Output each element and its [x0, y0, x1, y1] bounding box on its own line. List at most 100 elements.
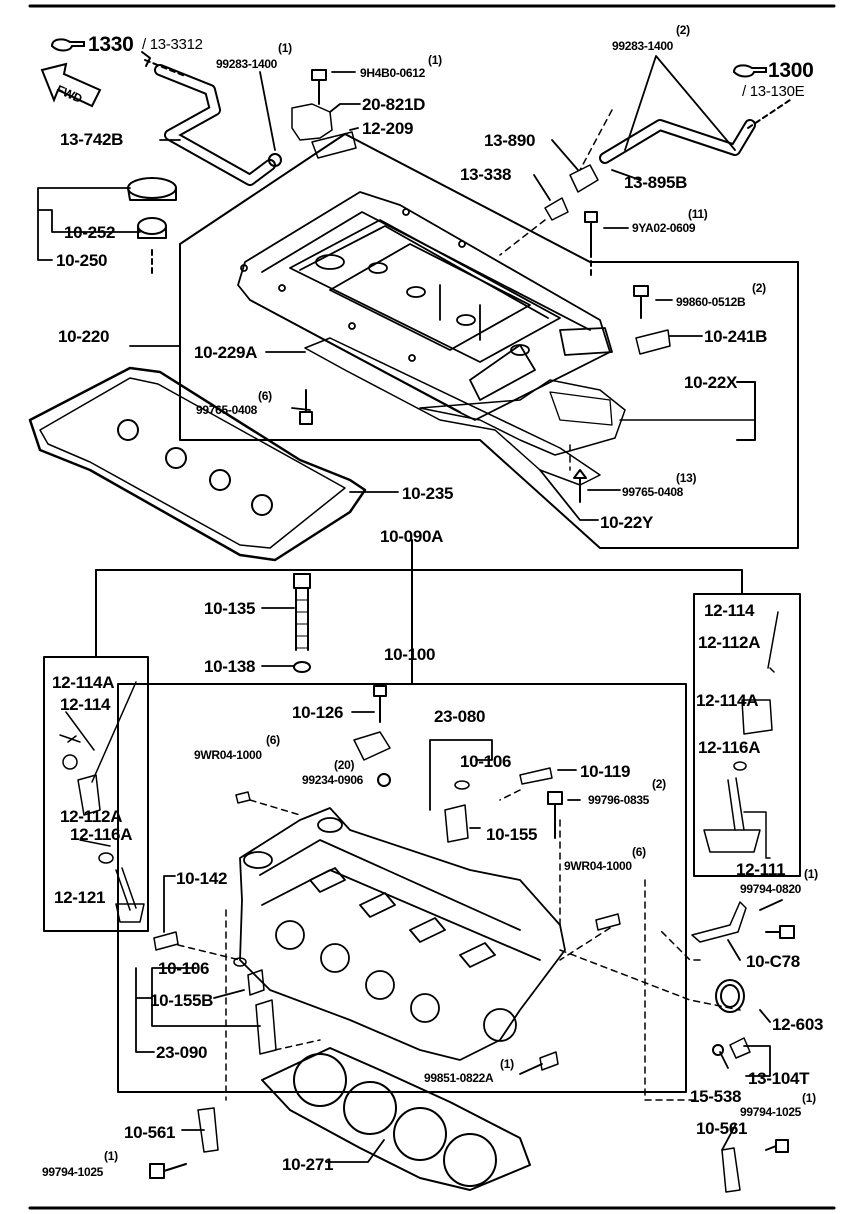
part-99765-0408-a[interactable]: 99765-0408 [196, 403, 258, 417]
part-99765-0408-b[interactable]: 99765-0408 [622, 485, 684, 499]
part-10-561-right[interactable]: 10-561 [696, 1119, 748, 1138]
part-99851-0822A[interactable]: 99851-0822A [424, 1071, 494, 1085]
cylinder-head-drawing [239, 807, 566, 1061]
part-10-22X[interactable]: 10-22X [684, 373, 738, 392]
part-10-C78[interactable]: 10-C78 [746, 952, 800, 971]
ref-sub-right: / 13-130E [742, 83, 805, 100]
part-20-821D[interactable]: 20-821D [362, 95, 426, 114]
ref-number-right[interactable]: 1300 [768, 59, 814, 82]
part-10-090A[interactable]: 10-090A [380, 527, 444, 546]
qty-99794-0820: (1) [804, 867, 818, 881]
part-9WR04-1000-b[interactable]: 9WR04-1000 [564, 859, 632, 873]
bracket-10-241B-drawing [635, 329, 671, 355]
gasket-10-235-drawing [28, 366, 367, 562]
qty-99234-0906: (20) [334, 758, 355, 772]
part-99794-1025-left[interactable]: 99794-1025 [42, 1165, 104, 1179]
qty-99765-0408-b: (13) [676, 471, 697, 485]
hose-13-104T-drawing [729, 1037, 751, 1059]
part-99234-0906[interactable]: 99234-0906 [302, 773, 364, 787]
part-12-112A-right[interactable]: 12-112A [698, 633, 761, 652]
hook-10-561-left-drawing [197, 1107, 219, 1153]
part-10-135[interactable]: 10-135 [204, 599, 256, 618]
part-9WR04-1000-a[interactable]: 9WR04-1000 [194, 748, 262, 762]
part-10-155[interactable]: 10-155 [486, 825, 538, 844]
part-10-100[interactable]: 10-100 [384, 645, 436, 664]
bracket-10-22X [736, 381, 756, 441]
part-10-106-b[interactable]: 10-106 [158, 959, 210, 978]
label-12-209-drawing [311, 131, 357, 159]
bracket-20-821D-drawing [291, 103, 333, 141]
part-99794-0820[interactable]: 99794-0820 [740, 882, 802, 896]
part-12-116A-right[interactable]: 12-116A [698, 738, 761, 757]
part-10-229A[interactable]: 10-229A [194, 343, 258, 362]
ref-sub-left: / 13-3312 [142, 36, 203, 53]
part-13-338[interactable]: 13-338 [460, 165, 512, 184]
part-12-116A-left[interactable]: 12-116A [70, 825, 133, 844]
part-12-112A-left[interactable]: 12-112A [60, 807, 123, 826]
qty-99794-1025-left: (1) [104, 1149, 118, 1163]
part-13-742B[interactable]: 13-742B [60, 130, 124, 149]
part-23-090[interactable]: 23-090 [156, 1043, 208, 1062]
part-10-271[interactable]: 10-271 [282, 1155, 334, 1174]
part-10-250[interactable]: 10-250 [56, 251, 108, 270]
part-12-114A-right[interactable]: 12-114A [696, 691, 759, 710]
qty-99860-0512B: (2) [752, 281, 766, 295]
part-13-890[interactable]: 13-890 [484, 131, 536, 150]
part-99860-0512B[interactable]: 99860-0512B [676, 295, 746, 309]
part-99283-1400-b[interactable]: 99283-1400 [612, 39, 674, 53]
part-13-895B[interactable]: 13-895B [624, 173, 688, 192]
seal-12-603-drawing [715, 979, 745, 1013]
part-10-142[interactable]: 10-142 [176, 869, 228, 888]
part-10-561-left[interactable]: 10-561 [124, 1123, 176, 1142]
washer-10-138-drawing [293, 661, 311, 673]
part-99283-1400-a[interactable]: 99283-1400 [216, 57, 278, 71]
qty-9H4B0-0612: (1) [428, 53, 442, 67]
valve-box-right [693, 593, 801, 877]
part-10-138[interactable]: 10-138 [204, 657, 256, 676]
head-gasket-drawing [261, 1047, 531, 1191]
valve-box-left [43, 656, 149, 932]
leader-lines-head [135, 607, 783, 1163]
part-10-155B[interactable]: 10-155B [150, 991, 214, 1010]
valve-right-drawing [703, 611, 779, 859]
part-15-538[interactable]: 15-538 [690, 1087, 742, 1106]
bolt-9H4B0-drawing [311, 69, 327, 105]
part-99794-1025-right[interactable]: 99794-1025 [740, 1105, 802, 1119]
gasket-10-229A-drawing [304, 337, 601, 486]
part-13-104T[interactable]: 13-104T [748, 1069, 810, 1088]
part-10-22Y[interactable]: 10-22Y [600, 513, 654, 532]
valve-cover-drawing [237, 191, 613, 421]
valve-left-drawing [59, 681, 145, 923]
part-12-114-right[interactable]: 12-114 [704, 601, 755, 620]
part-12-111[interactable]: 12-111 [736, 860, 786, 879]
part-23-080[interactable]: 23-080 [434, 707, 486, 726]
dashed-lines [177, 109, 741, 1101]
part-10-235[interactable]: 10-235 [402, 484, 454, 503]
qty-9YA02-0609: (11) [688, 207, 708, 221]
qty-9WR04-1000-b: (6) [632, 845, 646, 859]
part-99796-0835[interactable]: 99796-0835 [588, 793, 650, 807]
part-10-106-a[interactable]: 10-106 [460, 752, 512, 771]
part-10-119[interactable]: 10-119 [580, 762, 631, 781]
fwd-arrow-icon [40, 62, 102, 108]
part-12-603[interactable]: 12-603 [772, 1015, 824, 1034]
part-9YA02-0609[interactable]: 9YA02-0609 [632, 221, 696, 235]
part-12-121[interactable]: 12-121 [54, 888, 106, 907]
ref-number-left[interactable]: 1330 [88, 33, 134, 56]
qty-99851-0822A: (1) [500, 1057, 514, 1071]
part-9H4B0-0612[interactable]: 9H4B0-0612 [360, 66, 426, 80]
qty-99283-1400-b: (2) [676, 23, 690, 37]
qty-9WR04-1000-a: (6) [266, 733, 280, 747]
part-10-241B[interactable]: 10-241B [704, 327, 768, 346]
part-10-220[interactable]: 10-220 [58, 327, 110, 346]
part-12-114-left[interactable]: 12-114 [60, 695, 111, 714]
qty-99796-0835: (2) [652, 777, 666, 791]
part-10-252[interactable]: 10-252 [64, 223, 116, 242]
cover-group-outline [179, 133, 799, 549]
part-10-126[interactable]: 10-126 [292, 703, 344, 722]
part-12-114A-left[interactable]: 12-114A [52, 673, 115, 692]
seal-10-155-drawing [444, 804, 469, 843]
pointer-icon-left [50, 38, 85, 52]
part-12-209[interactable]: 12-209 [362, 119, 414, 138]
